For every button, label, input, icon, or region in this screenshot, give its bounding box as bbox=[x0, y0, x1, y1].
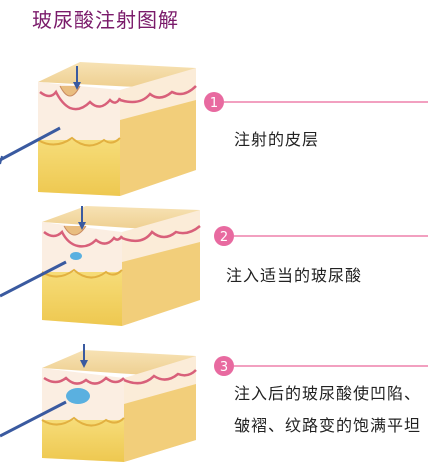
skin-block-3 bbox=[0, 344, 197, 462]
page-title: 玻尿酸注射图解 bbox=[32, 8, 179, 32]
step-1-number: 1 bbox=[210, 96, 218, 111]
step-3-marker: 3 bbox=[214, 356, 428, 376]
step-1-marker: 1 bbox=[204, 92, 428, 112]
step-2-text: 注入适当的玻尿酸 bbox=[226, 266, 363, 285]
skin-block-1 bbox=[0, 62, 197, 196]
step-3-text-line-2: 皱褶、纹路变的饱满平坦 bbox=[234, 416, 422, 435]
step-2-number: 2 bbox=[220, 230, 228, 245]
skin-block-2 bbox=[0, 206, 201, 326]
step-1-text: 注射的皮层 bbox=[234, 130, 320, 149]
step-2-marker: 2 bbox=[214, 226, 428, 246]
step-3-number: 3 bbox=[220, 360, 228, 375]
step-3-text-line-1: 注入后的玻尿酸使凹陷、 bbox=[234, 384, 422, 403]
